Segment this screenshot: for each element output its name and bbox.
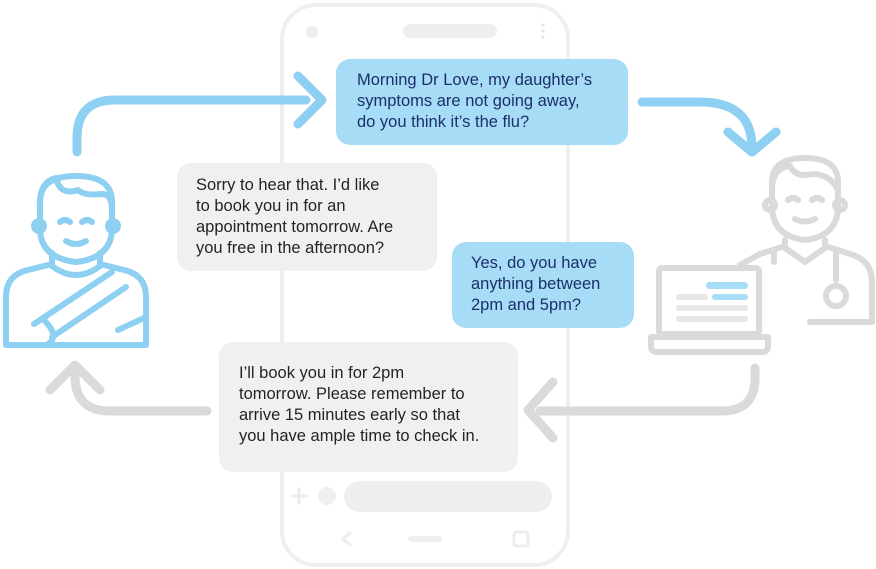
message-line: anything between — [471, 275, 601, 293]
patient-message-bubble: Yes, do you have anything between 2pm an… — [452, 242, 634, 328]
message-line: to book you in for an — [196, 197, 346, 215]
arrow-chat-to-doctor-head-icon — [723, 127, 781, 157]
arrow-doctor-to-chat-head-icon — [523, 377, 558, 443]
doctor-message-bubble: Sorry to hear that. I’d like to book you… — [177, 163, 437, 271]
message-line: Morning Dr Love, my daughter’s — [357, 71, 593, 89]
message-line: 2pm and 5pm? — [471, 296, 582, 314]
message-line: you free in the afternoon? — [196, 239, 385, 257]
message-line: I’ll book you in for 2pm — [239, 364, 405, 382]
message-line: tomorrow. Please remember to — [239, 385, 465, 403]
doctor-with-stethoscope-icon — [737, 155, 875, 325]
arrow-patient-to-chat-icon — [72, 95, 311, 157]
message-line: appointment tomorrow. Are — [196, 218, 394, 236]
arrow-chat-to-patient-head-icon — [45, 360, 105, 395]
arrow-chat-to-doctor-icon — [637, 97, 757, 153]
flow-arrows — [45, 71, 781, 443]
message-line: Yes, do you have — [471, 254, 597, 272]
doctor-message-bubble: I’ll book you in for 2pm tomorrow. Pleas… — [219, 342, 518, 472]
arrow-doctor-to-chat-icon — [535, 363, 760, 416]
message-line: arrive 15 minutes early so that — [239, 406, 461, 424]
smartphone-outline-icon — [280, 3, 570, 567]
message-line: Sorry to hear that. I’d like — [196, 176, 380, 194]
message-line: you have ample time to check in. — [239, 427, 480, 445]
arrow-chat-to-patient-icon — [70, 367, 212, 416]
arrow-patient-to-chat-head-icon — [293, 71, 327, 129]
message-line: symptoms are not going away, — [357, 92, 580, 110]
patient-with-arm-sling-icon — [3, 173, 149, 348]
laptop-icon — [648, 265, 771, 355]
message-line: do you think it’s the flu? — [357, 113, 530, 131]
patient-message-bubble: Morning Dr Love, my daughter’s symptoms … — [336, 59, 628, 145]
